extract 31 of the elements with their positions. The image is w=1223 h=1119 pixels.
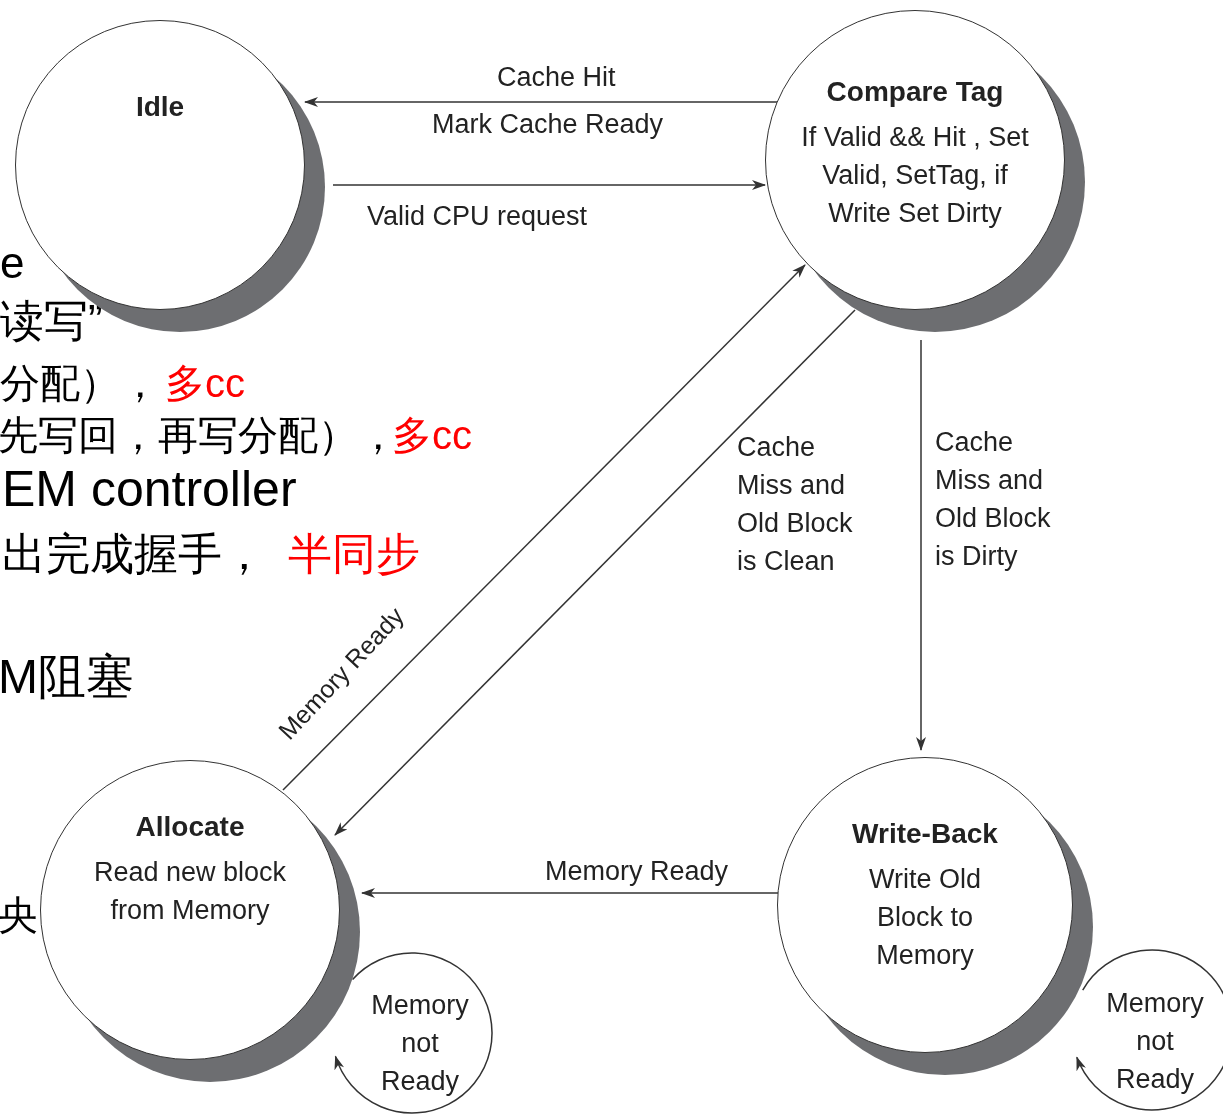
edge-label: Memory Ready [545,855,729,888]
slide-text: 出完成握手， [2,528,266,580]
arrow [361,888,779,898]
state-name: Idle [135,91,185,123]
slide-text: 多cc [165,360,245,407]
arrow [304,97,778,107]
arrow [282,264,806,791]
state-action: Write Old Block to Memory [868,863,982,972]
state-name: Write-Back [852,818,998,850]
transition-action: Mark Cache Ready [432,108,664,141]
state-action: If Valid && Hit , Set Valid, SetTag, if Write Set Dirty [800,121,1030,230]
slide-text: M阻塞 [0,649,134,705]
edge-label: Cache Miss and Old Block is Clean [737,431,854,578]
state-name: Compare Tag [826,76,1004,108]
slide-text: 分配）， [0,360,160,407]
edge-label: Memory not Ready [1105,987,1205,1096]
slide-text: e [0,238,25,288]
arrow [334,952,493,1114]
edge-label: Cache Miss and Old Block is Dirty [935,426,1052,573]
arrow [334,309,856,836]
arrow [332,180,766,190]
arrow [916,339,926,751]
slide-text: 央 [0,892,38,939]
slide-text: EM controller [2,460,297,518]
edge-label: Cache Hit [497,61,616,94]
state-action: Read new block from Memory [92,856,288,927]
slide-text: 半同步 [288,528,420,580]
state-name: Allocate [135,811,245,843]
arrow [1076,949,1223,1111]
edge-label: Memory not Ready [370,989,470,1098]
edge-label: Valid CPU request [367,200,588,233]
